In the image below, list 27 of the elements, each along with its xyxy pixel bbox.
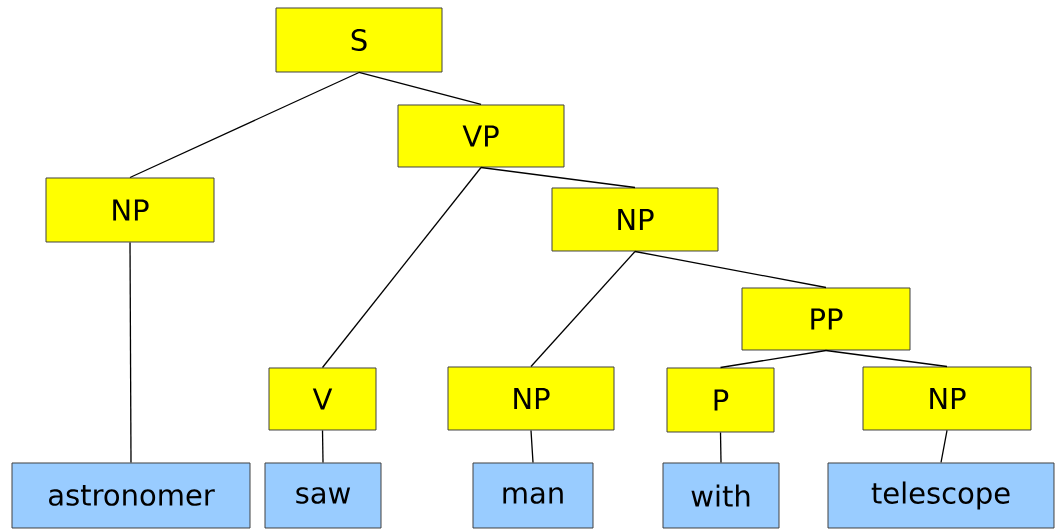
phrase-box: V [268,367,377,431]
word-box: man [472,462,594,529]
phrase-box: NP [447,366,615,431]
phrase-box: NP [45,177,215,243]
tree-line [530,429,534,464]
tree-line [530,250,636,368]
tree-line [321,166,482,369]
tree-line [634,250,827,289]
word-box: astronomer [11,462,251,529]
word-box: with [662,462,780,529]
tree-line [719,431,722,464]
word-box: telescope [827,462,1055,529]
tree-line [129,241,132,464]
phrase-box: NP [551,187,719,252]
phrase-box: S [275,7,443,73]
tree-line [480,166,636,189]
phrase-box: PP [741,287,911,351]
tree-line [358,71,482,106]
tree-line [129,71,360,179]
tree-line [321,429,324,464]
phrase-box: NP [862,366,1032,431]
word-box: saw [264,462,382,529]
tree-line [940,429,948,464]
phrase-box: P [666,367,775,433]
tree-line [719,349,827,369]
tree-line [825,349,948,368]
phrase-box: VP [397,104,565,168]
